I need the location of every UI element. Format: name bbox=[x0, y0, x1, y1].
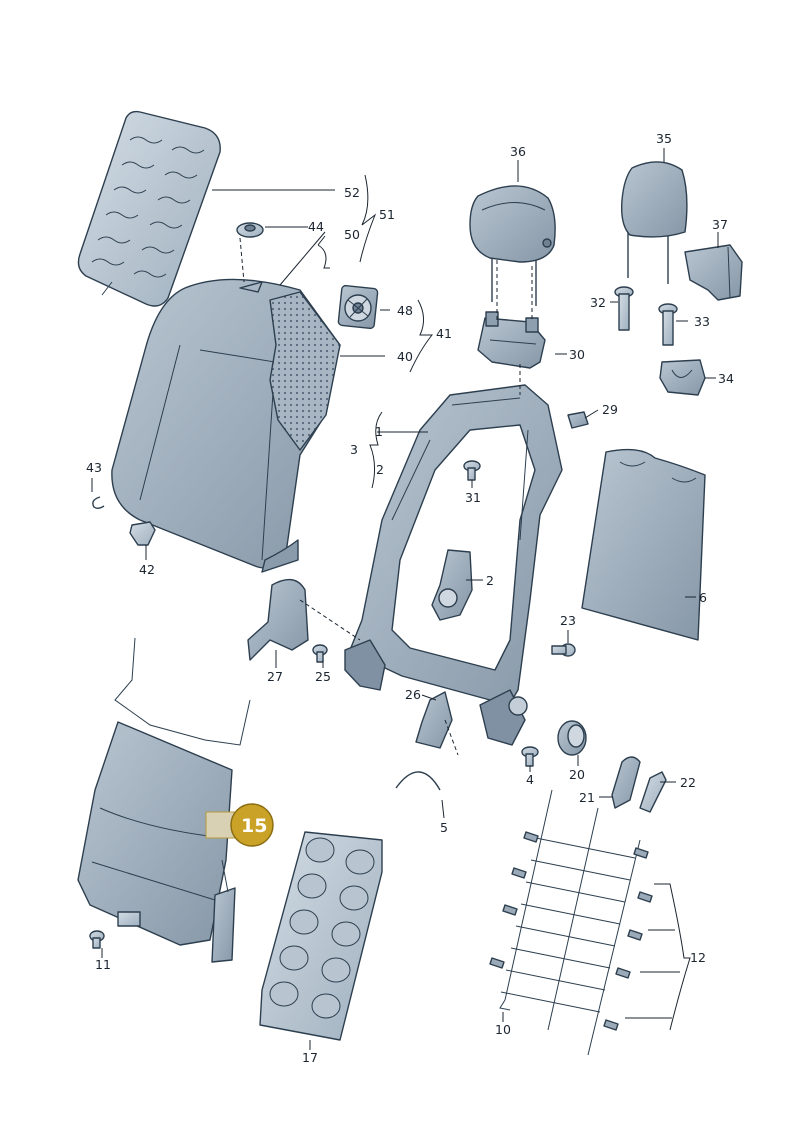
clip-part-43 bbox=[92, 496, 105, 509]
label-42: 42 bbox=[139, 562, 155, 577]
label-34: 34 bbox=[718, 371, 734, 386]
screw-part-4 bbox=[521, 746, 539, 767]
leader-lines bbox=[91, 148, 719, 1050]
highlight-part-15 bbox=[205, 803, 274, 847]
label-22: 22 bbox=[680, 775, 696, 790]
guide-sleeve-part-33 bbox=[658, 303, 678, 346]
knob-part-20 bbox=[557, 720, 587, 756]
headrest-part-35 bbox=[620, 161, 688, 284]
label-35: 35 bbox=[656, 131, 672, 146]
label-32: 32 bbox=[590, 295, 606, 310]
lumbar-bladder-part-17 bbox=[259, 831, 383, 1041]
label-33: 33 bbox=[694, 314, 710, 329]
wire-clip-part-5 bbox=[395, 771, 441, 791]
clip-part-29 bbox=[567, 411, 589, 429]
label-21: 21 bbox=[579, 790, 595, 805]
fan-unit-part-48 bbox=[337, 284, 379, 330]
label-36: 36 bbox=[510, 144, 526, 159]
label-11: 11 bbox=[95, 957, 111, 972]
label-30: 30 bbox=[569, 347, 585, 362]
spring-mat-part-10 bbox=[489, 789, 653, 1056]
back-panel-part-6 bbox=[581, 448, 706, 641]
label-6: 6 bbox=[699, 590, 707, 605]
label-51: 51 bbox=[379, 207, 395, 222]
label-43: 43 bbox=[86, 460, 102, 475]
label-37: 37 bbox=[712, 217, 728, 232]
label-50: 50 bbox=[344, 227, 360, 242]
label-12: 12 bbox=[690, 950, 706, 965]
screw-part-25 bbox=[312, 644, 328, 663]
cover-cap-part-34 bbox=[659, 359, 706, 396]
label-25: 25 bbox=[315, 669, 331, 684]
label-41: 41 bbox=[436, 326, 452, 341]
label-17: 17 bbox=[302, 1050, 318, 1065]
backrest-frame-part-1 bbox=[344, 384, 563, 746]
bracket-part-27 bbox=[247, 578, 309, 661]
bracket-part-26 bbox=[415, 691, 453, 749]
label-20: 20 bbox=[569, 767, 585, 782]
label-31: 31 bbox=[465, 490, 481, 505]
label-1: 1 bbox=[375, 424, 383, 439]
label-52: 52 bbox=[344, 185, 360, 200]
label-48: 48 bbox=[397, 303, 413, 318]
headrest-part-36 bbox=[469, 185, 556, 306]
screw-part-11 bbox=[89, 930, 105, 949]
label-29: 29 bbox=[602, 402, 618, 417]
label-3: 3 bbox=[350, 442, 358, 457]
label-4: 4 bbox=[526, 772, 534, 787]
label-2b: 2 bbox=[376, 462, 384, 477]
lever-part-21 bbox=[611, 756, 641, 809]
part-labels: 52 51 44 50 48 41 40 36 35 37 32 33 30 3… bbox=[86, 131, 734, 1065]
backrest-cover-part-40 bbox=[111, 278, 341, 573]
guide-bracket-part-30 bbox=[477, 311, 546, 369]
label-27: 27 bbox=[267, 669, 283, 684]
guide-sleeve-part-32 bbox=[614, 286, 634, 331]
clip-part-42 bbox=[129, 521, 156, 546]
trim-cover-part-37 bbox=[684, 244, 743, 301]
cover-part-22 bbox=[639, 771, 667, 813]
label-15: 15 bbox=[241, 815, 267, 837]
label-44: 44 bbox=[308, 219, 324, 234]
heating-mat-part-52 bbox=[77, 110, 221, 307]
label-2: 2 bbox=[486, 573, 494, 588]
label-10: 10 bbox=[495, 1022, 511, 1037]
label-26: 26 bbox=[405, 687, 421, 702]
adjuster-part-2 bbox=[431, 549, 473, 621]
grommet-part-44 bbox=[236, 222, 264, 238]
label-40: 40 bbox=[397, 349, 413, 364]
lumbar-cover-part-15 bbox=[77, 637, 251, 963]
screw-part-23 bbox=[551, 643, 576, 657]
label-5: 5 bbox=[440, 820, 448, 835]
screw-part-31 bbox=[463, 460, 481, 481]
label-23: 23 bbox=[560, 613, 576, 628]
